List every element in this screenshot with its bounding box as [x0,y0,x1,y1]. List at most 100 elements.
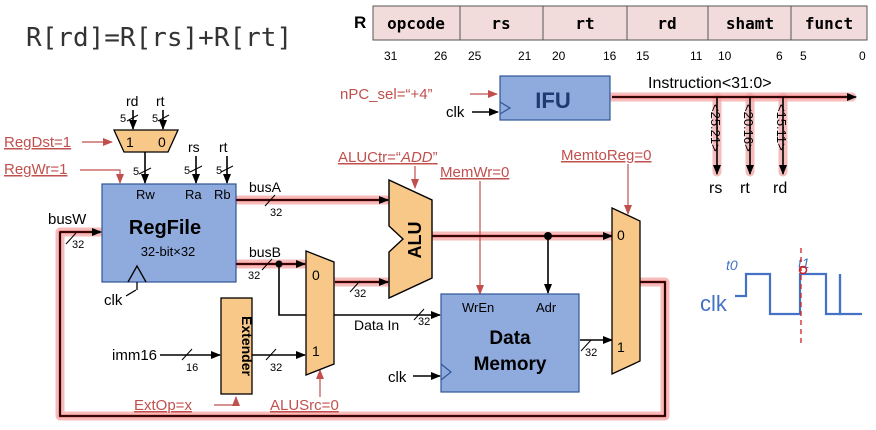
ra-input-rs: rs [188,139,200,155]
bit-6: 6 [776,49,783,63]
ifu-clk-label: clk [446,104,465,121]
regdst-mux-shape [112,129,180,153]
svg-text:0: 0 [158,134,166,150]
memwr-signal: MemWr=0 [440,164,509,181]
clock-timing-diagram: clk t0 t1 [700,248,862,345]
t0-label: t0 [726,257,738,273]
memtoreg-mux-shape [611,206,641,376]
bit-5: 5 [800,49,807,63]
rb-input-rt: rt [219,139,228,155]
memory-title-1: Data [489,328,531,349]
data-memory-block: WrEn Adr Data Memory clk [388,293,580,393]
out-rd: rd [773,180,787,197]
memtoreg-signal: MemtoReg=0 [561,147,651,164]
slice-25-21: <25:21> [708,104,723,152]
adr-port: Adr [536,300,557,315]
regfile-title: RegFile [129,217,201,239]
regdst-mux: rd rt 5 5 1 0 5 [112,93,180,184]
regfile-subtitle: 32-bit×32 [141,244,196,259]
svg-text:5: 5 [152,113,158,125]
svg-text:16: 16 [186,362,198,374]
bit-11: 11 [690,49,703,63]
extender-block: Extender [220,297,255,395]
regdst-signal: RegDst=1 [4,134,71,151]
bus-wires: busA 32 busB 32 Data In 32 busW 32 imm16… [48,179,666,417]
regfile-block: rs rt 5 5 Rw Ra Rb RegFile 32-bit×32 clk [101,139,237,309]
regfile-clk-label: clk [104,292,123,309]
bit-10: 10 [718,49,732,63]
svg-text:5: 5 [184,165,190,177]
ifu-block: IFU clk nPC_sel=“+4” Instruction<31:0> <… [340,75,857,197]
svg-text:1: 1 [312,343,320,359]
regfile-box [101,183,237,283]
memory-title-2: Memory [474,354,547,375]
instruction-format-table: R opcode rs rt rd shamt funct 31 26 25 2… [354,5,868,63]
svg-text:0: 0 [617,227,625,243]
bit-20: 20 [552,49,566,63]
svg-text:1: 1 [126,134,134,150]
clock-waveform [735,272,842,316]
regdst-in-rt: rt [156,93,165,109]
regdst-in-rd: rd [126,93,138,109]
instruction-label: Instruction<31:0> [648,75,772,92]
control-signals: RegDst=1 RegWr=1 ALUCtr=“ADD” MemWr=0 Me… [4,134,651,414]
out-rs: rs [709,180,722,197]
bit-25: 25 [468,49,482,63]
field-rs: rs [491,14,510,33]
ifu-label: IFU [535,88,570,113]
busw-label: busW [48,211,87,228]
svg-text:32: 32 [418,316,430,328]
svg-text:0: 0 [312,267,320,283]
field-opcode: opcode [387,14,445,33]
format-table-bg [372,5,868,41]
regwr-signal: RegWr=1 [4,161,68,178]
t1-label: t1 [798,255,810,271]
svg-text:5: 5 [120,113,126,125]
memory-clk-label: clk [388,369,407,386]
svg-text:1: 1 [617,339,625,355]
field-rd: rd [657,14,676,33]
bit-15: 15 [636,49,650,63]
field-rt: rt [575,14,594,33]
slice-20-16: <20:16> [741,104,756,152]
port-ra: Ra [185,187,202,202]
equation-text: R[rd]=R[rs]+R[rt] [26,23,292,53]
svg-text:32: 32 [248,270,260,282]
svg-text:5: 5 [216,165,222,177]
bit-0: 0 [859,49,866,63]
bit-26: 26 [434,49,448,63]
alu-label: ALU [405,222,425,259]
alu-block: ALU [388,178,433,300]
data-memory-box [440,293,580,393]
svg-text:32: 32 [270,207,282,219]
aluctr-signal: ALUCtr=“ADD” [338,149,438,166]
alu-shape [388,178,433,300]
extop-signal: ExtOp=x [134,397,192,414]
imm16-label: imm16 [112,347,157,364]
memtoreg-mux: 0 1 [611,206,641,376]
slice-15-11: <15:11> [774,104,789,151]
field-shamt: shamt [726,14,774,33]
svg-text:32: 32 [270,362,282,374]
extender-box [220,297,253,395]
out-rt: rt [740,180,750,197]
svg-text:32: 32 [585,347,597,359]
bit-31: 31 [384,49,398,63]
svg-text:5: 5 [133,166,139,178]
port-rb: Rb [214,187,231,202]
alusrc-mux: 0 1 [305,250,335,376]
busb-label: busB [249,244,281,260]
alusrc-signal: ALUSrc=0 [270,397,339,414]
npc-sel-label: nPC_sel=“+4” [340,86,433,103]
field-funct: funct [805,14,853,33]
svg-text:32: 32 [354,288,366,300]
ifu-box [499,75,611,121]
timing-clk-label: clk [700,291,728,316]
busa-label: busA [249,179,282,195]
format-row-label: R [354,13,366,32]
port-rw: Rw [136,187,155,202]
data-in-label: Data In [354,317,399,333]
svg-text:32: 32 [72,239,84,251]
